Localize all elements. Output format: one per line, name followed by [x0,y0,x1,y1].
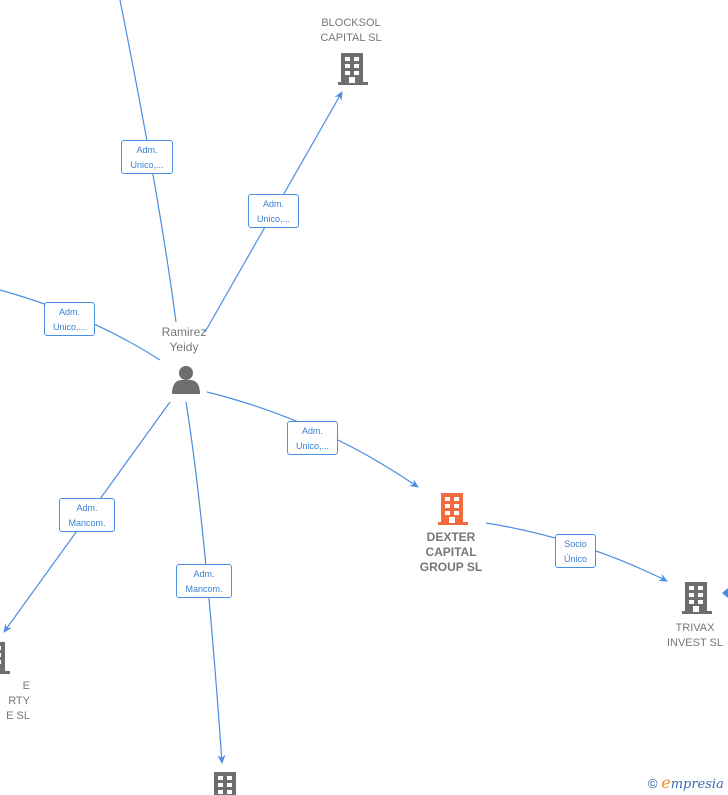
edge-label-to-blocksol[interactable]: Adm. Unico,... [248,194,299,228]
person-icon[interactable] [172,366,200,394]
edge-label-left-offscreen[interactable]: Adm. Unico,... [44,302,95,336]
arrow-right-offscreen [722,588,728,598]
brand-logo: empresia [661,773,724,792]
building-icon[interactable] [0,642,10,674]
edge-label-dexter-to-trivax[interactable]: Socio Único [555,534,596,568]
company-label-left-bottom[interactable]: E RTY E SL [6,680,30,722]
edge-top-offscreen [119,0,177,323]
copyright-icon: © [648,776,658,791]
building-icon[interactable] [338,53,368,85]
company-label-trivax[interactable]: TRIVAX INVEST SL [666,622,724,649]
building-icon[interactable] [214,772,236,795]
company-label-dexter[interactable]: DEXTER CAPITAL GROUP SL [419,530,483,574]
edge-label-to-left-bottom[interactable]: Adm. Mancom. [59,498,115,532]
brand-initial: e [661,773,671,792]
edge-label-top-offscreen[interactable]: Adm. Unico,... [121,140,173,174]
edge-label-to-bottom[interactable]: Adm. Mancom. [176,564,232,598]
edge-label-to-dexter[interactable]: Adm. Unico,... [287,421,338,455]
building-icon[interactable] [682,582,712,614]
building-icon-highlighted[interactable] [438,493,468,525]
brand-rest: mpresia [670,777,724,792]
company-label-blocksol[interactable]: BLOCKSOL CAPITAL SL [320,17,382,44]
person-label[interactable]: Ramirez Yeidy [161,325,207,354]
edge-to-bottom [185,401,226,764]
empresia-watermark: © empresia [648,773,724,792]
